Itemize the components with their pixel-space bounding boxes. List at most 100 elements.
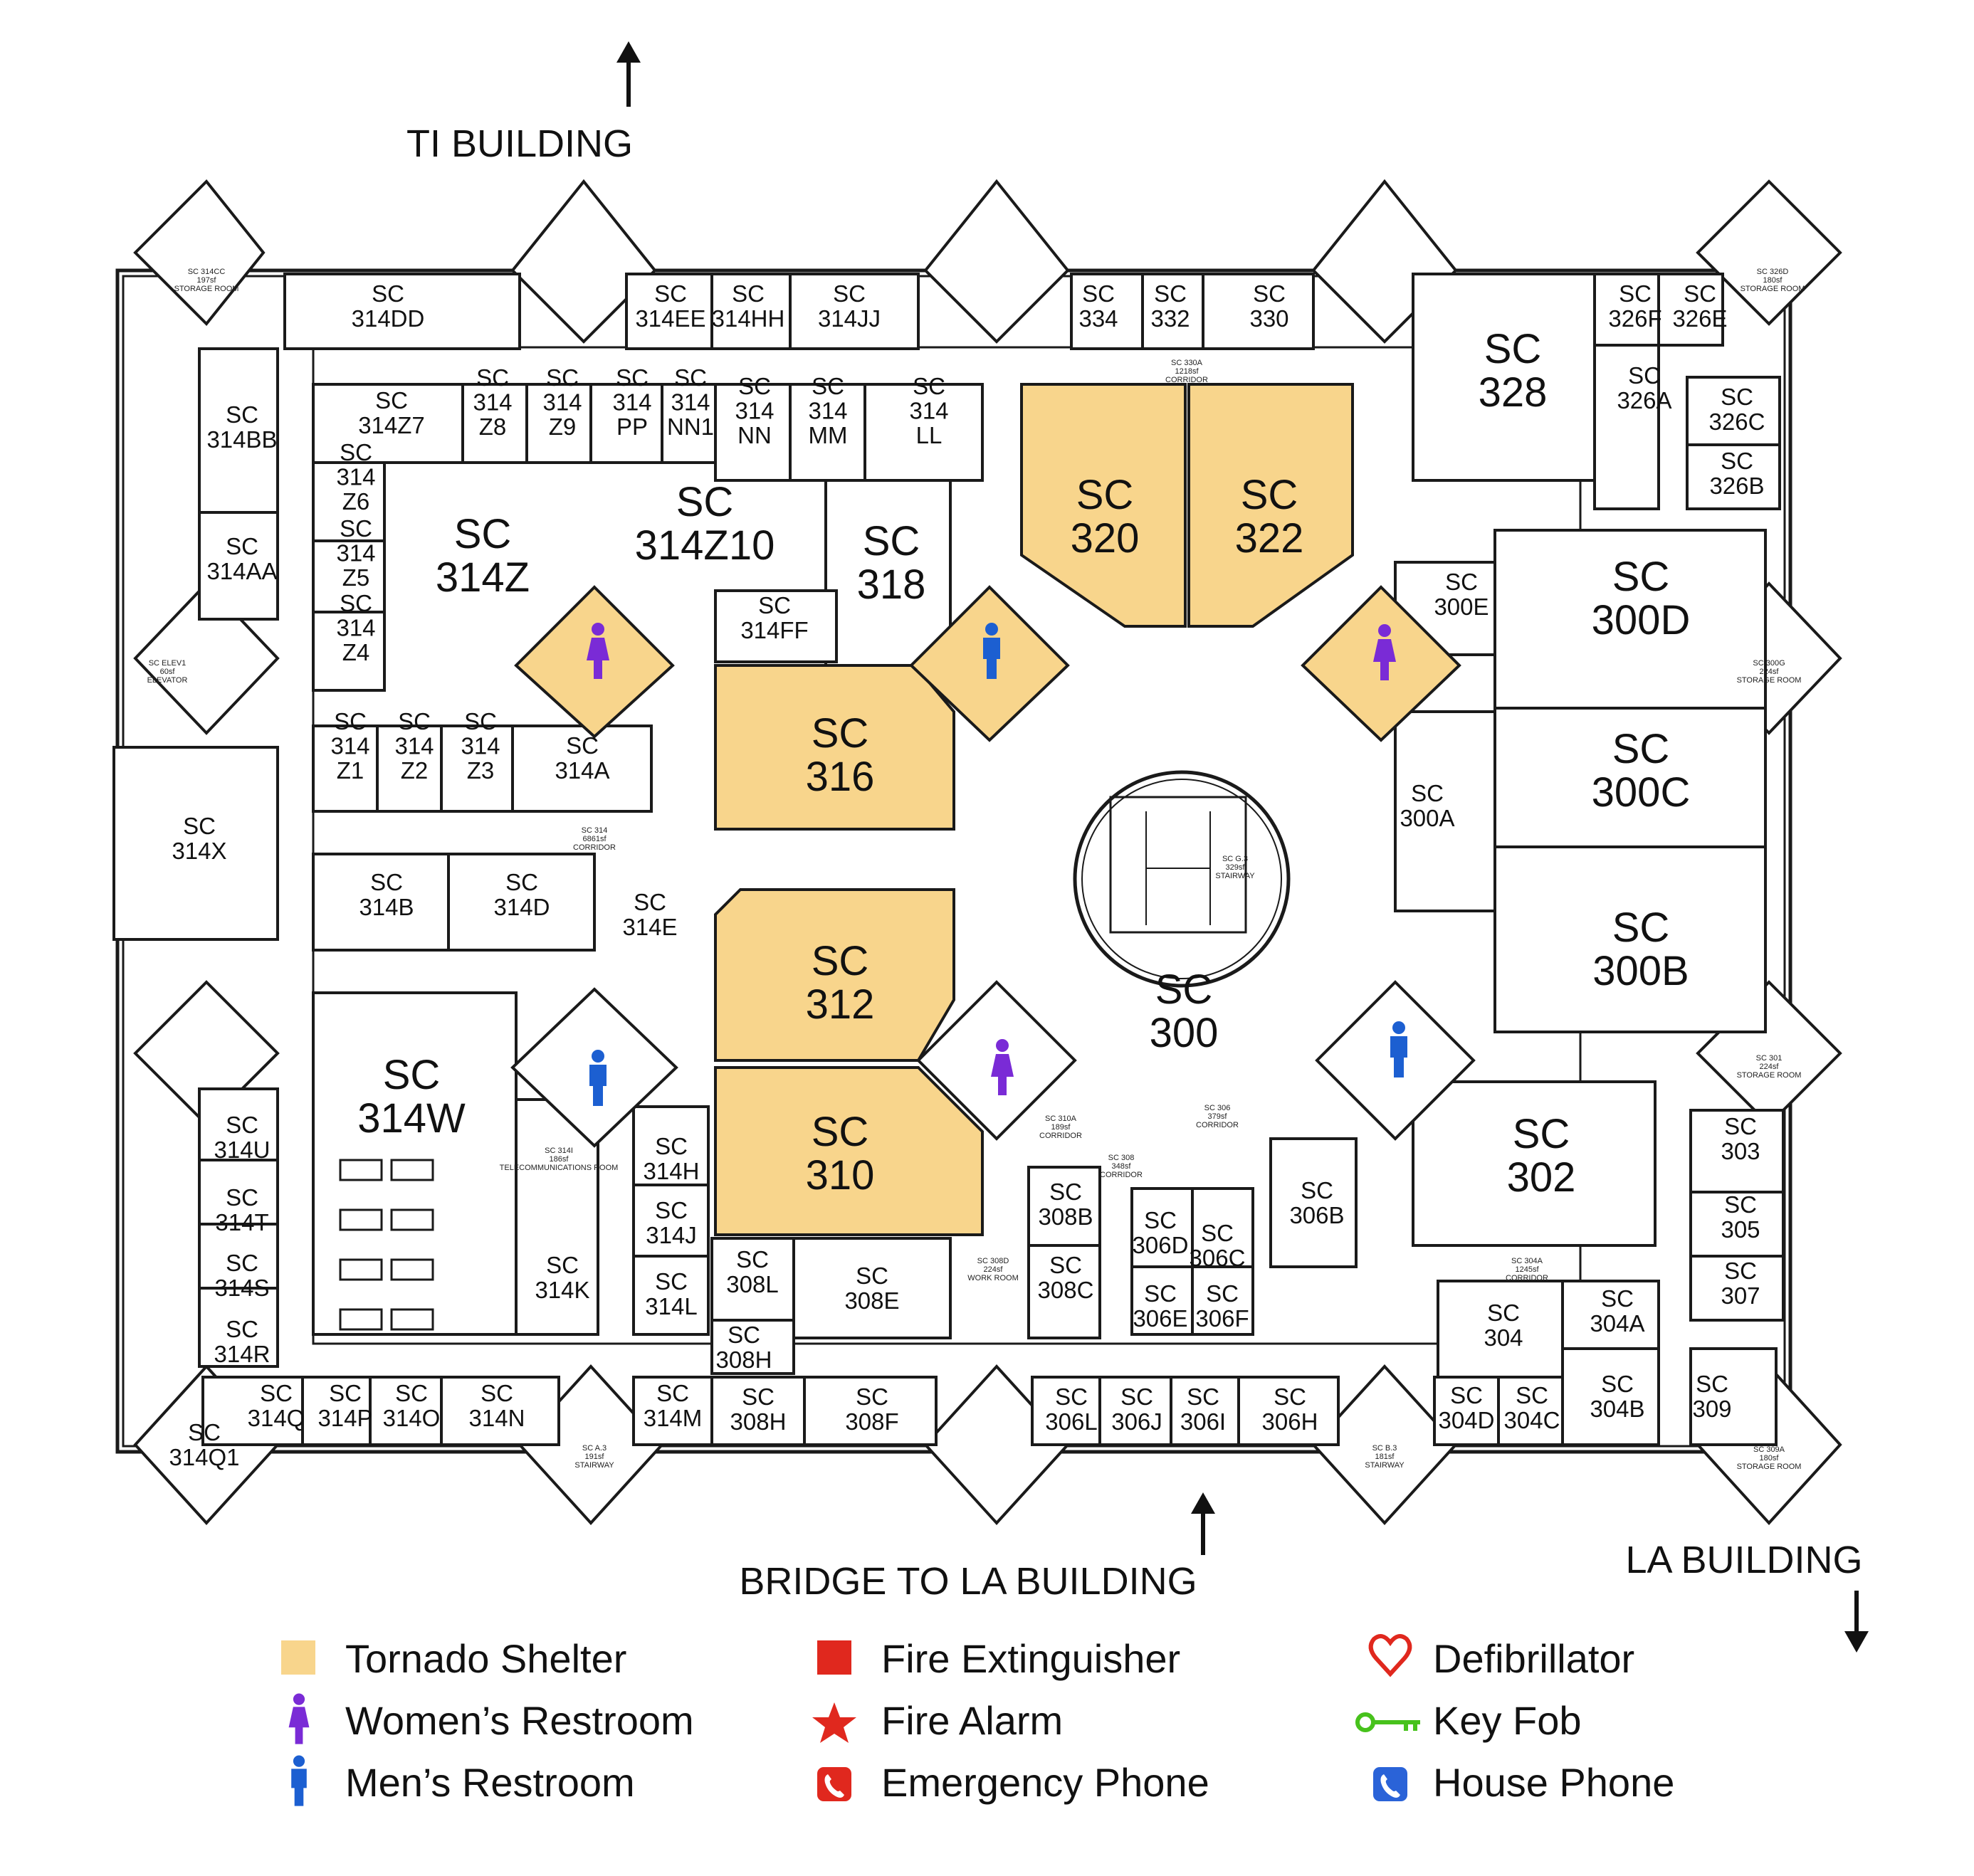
up-arrow-icon: [616, 41, 641, 63]
womens-restroom-legend-icon: [288, 1693, 310, 1744]
legend-key-fob: Key Fob: [1433, 1698, 1582, 1743]
legend-house-phone: House Phone: [1433, 1760, 1674, 1805]
direction-ti-building: TI BUILDING: [406, 41, 641, 165]
shelter-room-322: [1187, 383, 1354, 628]
room-walls: [112, 273, 1785, 1446]
legend-fire-extinguisher: Fire Extinguisher: [881, 1636, 1180, 1681]
legend-mens-restroom: Men’s Restroom: [345, 1760, 635, 1805]
legend: Tornado Shelter Women’s Restroom Men’s R…: [281, 1634, 1674, 1806]
direction-la-building: LA BUILDING: [1625, 1539, 1869, 1653]
emergency-phone-icon: [817, 1767, 851, 1801]
tornado-shelters: [714, 383, 1354, 1236]
key-fob-icon: [1355, 1712, 1420, 1732]
shelter-room-320: [1020, 383, 1187, 628]
shelter-room-310: [714, 1066, 984, 1236]
defibrillator-heart-icon: [1368, 1634, 1412, 1677]
bridge-la-label: BRIDGE TO LA BUILDING: [739, 1560, 1197, 1603]
house-phone-icon: [1373, 1767, 1407, 1801]
tornado-shelter-swatch: [281, 1640, 315, 1675]
ti-building-label: TI BUILDING: [406, 122, 633, 165]
direction-bridge-la: BRIDGE TO LA BUILDING: [739, 1492, 1215, 1603]
legend-womens-restroom: Women’s Restroom: [345, 1698, 694, 1743]
workstation-tables: [339, 1159, 434, 1331]
